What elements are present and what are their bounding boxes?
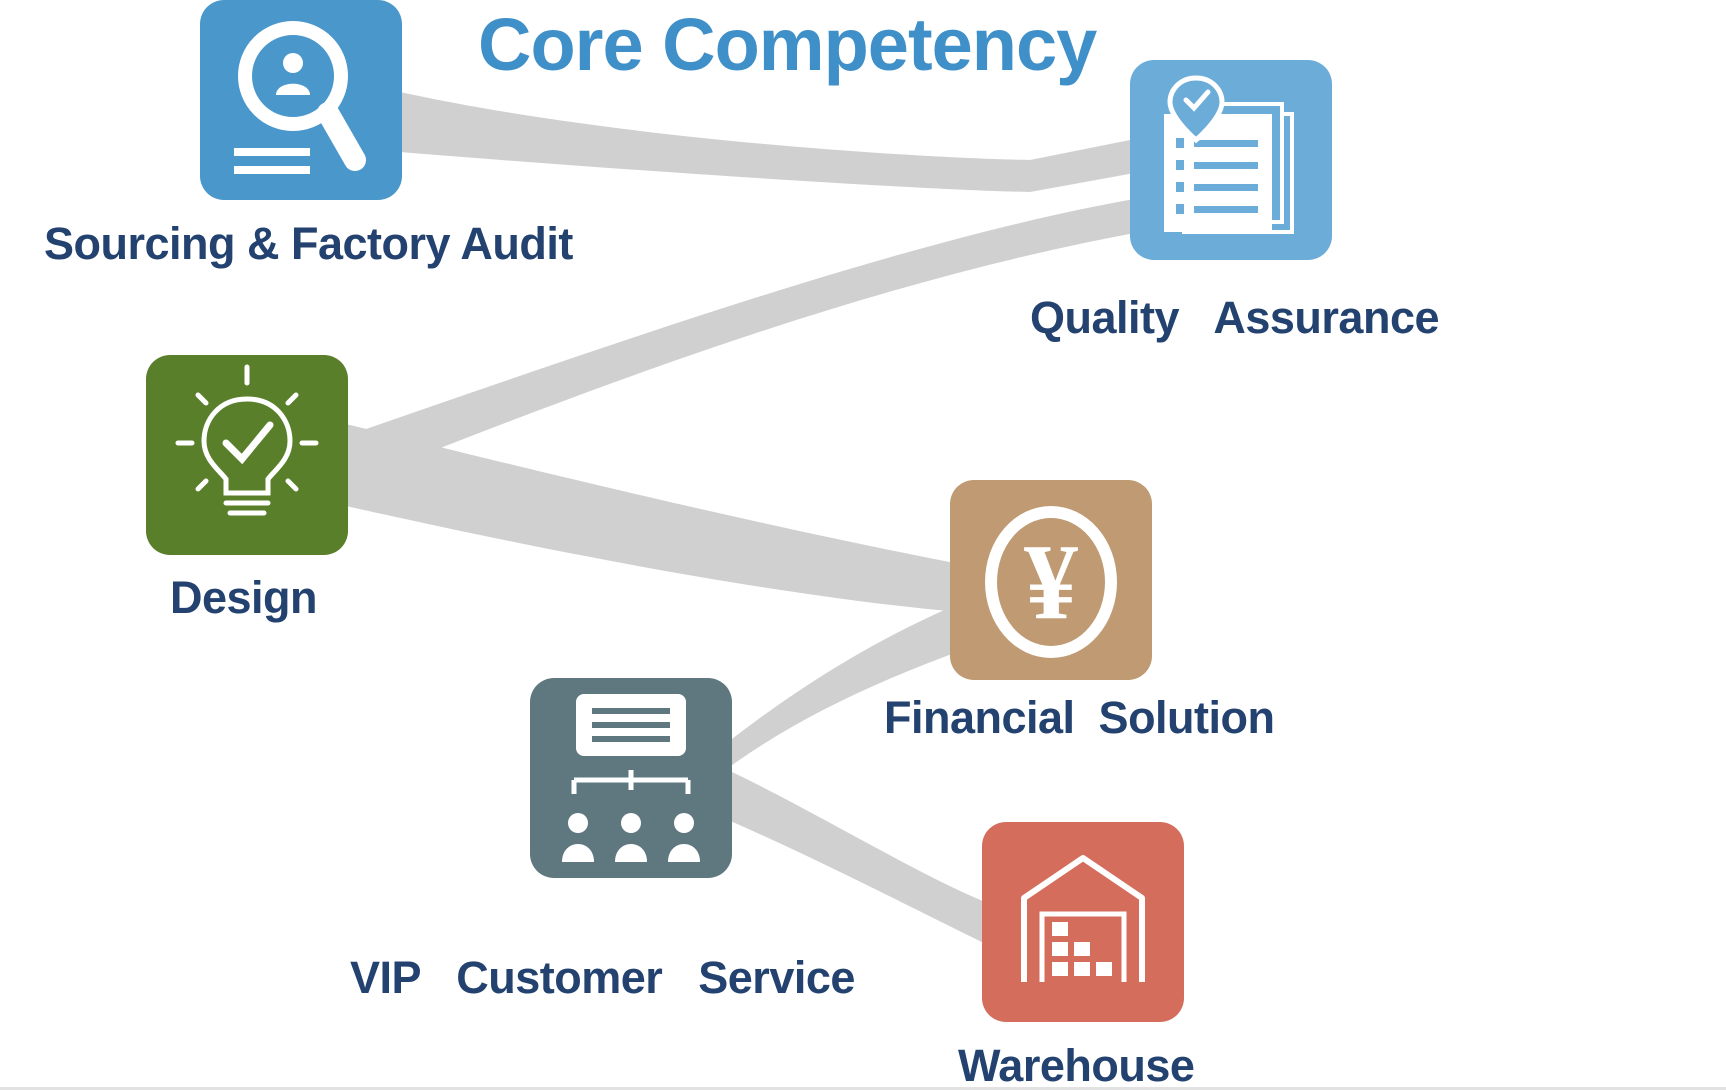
org-chart-people-icon (562, 694, 700, 862)
magnifier-person-icon (234, 21, 366, 174)
financial-tile: ¥ (950, 480, 1152, 680)
connector-financial-to-vip (728, 600, 968, 768)
bottom-divider (0, 1087, 1726, 1090)
sourcing-label: Sourcing & Factory Audit (44, 218, 573, 269)
yen-coin-icon: ¥ (985, 506, 1117, 658)
quality-label: Quality Assurance (1030, 292, 1440, 343)
page-title: Core Competency (478, 3, 1097, 86)
warehouse-icon (1021, 855, 1145, 982)
vip-tile (530, 678, 732, 878)
design-label: Design (170, 572, 318, 623)
warehouse-label: Warehouse (958, 1040, 1195, 1090)
financial-label: Financial Solution (884, 692, 1275, 743)
svg-text:¥: ¥ (1024, 523, 1078, 642)
connector-quality-to-design (346, 198, 1140, 476)
quality-tile (1130, 60, 1332, 260)
vip-label: VIP Customer Service (350, 952, 855, 1003)
warehouse-tile (982, 822, 1184, 1022)
connector-sourcing-to-quality (400, 92, 1140, 192)
sourcing-tile (200, 0, 402, 200)
checklist-documents-icon (1164, 75, 1294, 234)
design-tile (146, 355, 348, 555)
connector-vip-to-warehouse (728, 770, 990, 946)
lightbulb-check-icon (175, 364, 319, 516)
connector-design-to-financial (346, 424, 960, 612)
